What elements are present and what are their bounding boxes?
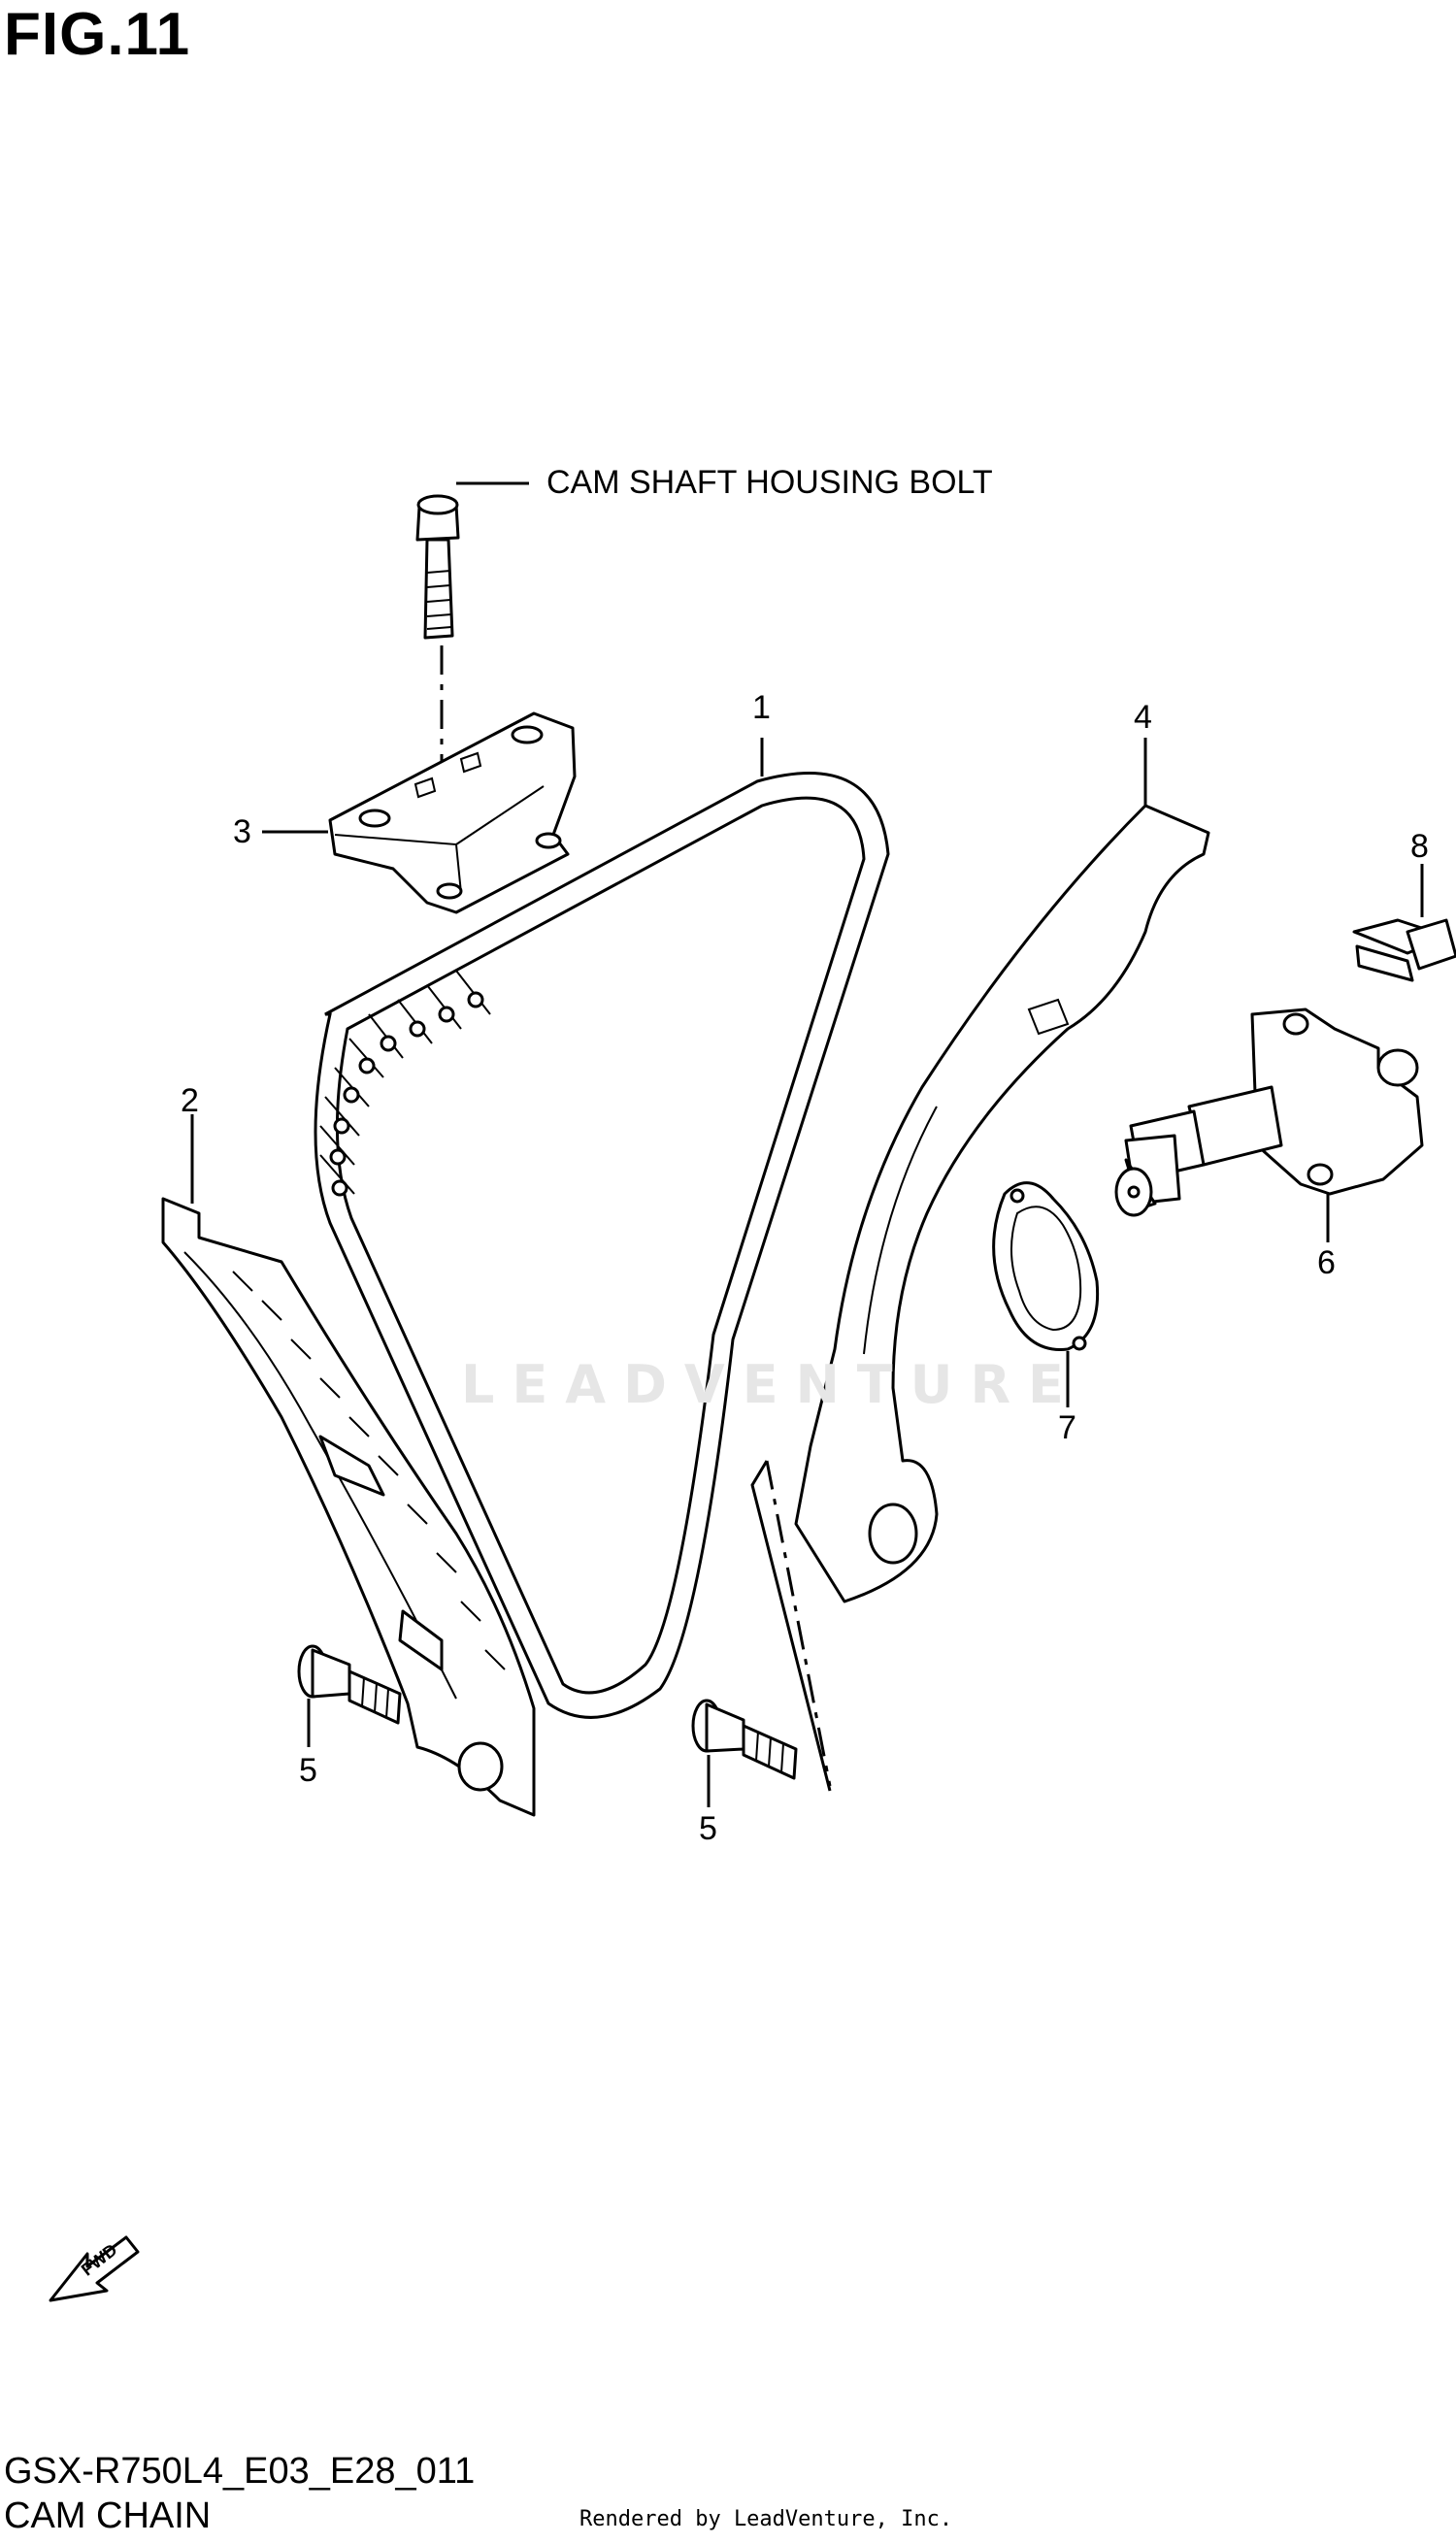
guide-pivot-outline xyxy=(750,1460,832,1792)
part-5-guide-bolt-right[interactable] xyxy=(691,1699,798,1807)
callout-5-left: 5 xyxy=(299,1752,317,1789)
part-3-housing-bracket[interactable] xyxy=(262,711,577,914)
part-6-tensioner-adjuster[interactable] xyxy=(1114,1008,1424,1242)
model-code: GSX-R750L4_E03_E28_011 xyxy=(4,2451,476,2492)
chain-links xyxy=(319,970,491,1197)
part-2-chain-guide[interactable] xyxy=(161,1114,536,1817)
callout-4: 4 xyxy=(1134,699,1152,736)
cam-shaft-housing-bolt[interactable] xyxy=(415,481,529,640)
part-5-guide-bolt-left[interactable] xyxy=(297,1644,402,1747)
rendered-by: Rendered by LeadVenture, Inc. xyxy=(579,2507,953,2531)
part-4-chain-tensioner-guide[interactable] xyxy=(794,738,1210,1603)
callout-cam-shaft-housing-bolt: CAM SHAFT HOUSING BOLT xyxy=(546,464,993,501)
figure-subtitle: CAM CHAIN xyxy=(4,2495,212,2536)
part-1-cam-chain[interactable] xyxy=(314,738,890,1719)
callout-8: 8 xyxy=(1410,828,1429,865)
figure-title: FIG.11 xyxy=(4,1,191,68)
watermark: LEADVENTURE xyxy=(461,1354,1081,1415)
fwd-arrow-icon xyxy=(49,2235,140,2302)
callout-7: 7 xyxy=(1058,1409,1076,1446)
part-7-gasket[interactable] xyxy=(992,1181,1100,1407)
callout-2: 2 xyxy=(181,1082,199,1119)
callout-6: 6 xyxy=(1317,1244,1336,1281)
guide-pivot-line xyxy=(765,1460,832,1787)
callout-1: 1 xyxy=(752,689,771,726)
callout-5-right: 5 xyxy=(699,1810,717,1847)
callout-3: 3 xyxy=(233,813,251,850)
part-8-tensioner-bolt[interactable] xyxy=(1352,864,1456,982)
